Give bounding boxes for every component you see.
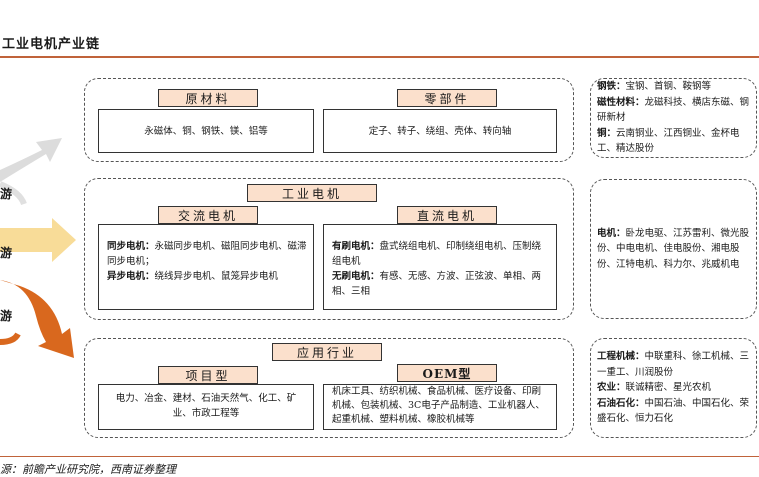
project-type-label: 项目型 — [158, 366, 258, 384]
application-industry-label: 应用行业 — [272, 343, 382, 361]
upstream-group — [84, 78, 574, 162]
components-content: 定子、转子、绕组、壳体、转向轴 — [368, 125, 512, 137]
downstream-company-agriculture: 农业：联诚精密、星光农机 — [597, 382, 712, 394]
midstream-company-motor: 电机：卧龙电驱、江苏雷利、微光股份、中电电机、佳电股份、湘电股份、江特电机、科力… — [597, 227, 750, 270]
components-box: 定子、转子、绕组、壳体、转向轴 — [323, 109, 557, 153]
stage-upstream-label: 游 — [0, 187, 13, 201]
upstream-companies-box: 钢铁：宝钢、首钢、鞍钢等 磁性材料：龙磁科技、横店东磁、钢研新材 铜：云南铜业、… — [590, 78, 757, 158]
upstream-company-magnetic: 磁性材料：龙磁科技、横店东磁、钢研新材 — [597, 96, 750, 124]
dc-brushless-row: 无刷电机：有感、无感、方波、正弦波、单相、两相、三相 — [332, 271, 542, 297]
upstream-arrow-icon — [0, 138, 62, 182]
downstream-companies-box: 工程机械：中联重科、徐工机械、三一重工、川润股份 农业：联诚精密、星光农机 石油… — [590, 338, 757, 438]
oem-type-label: OEM型 — [397, 364, 497, 382]
ac-synchronous-row: 同步电机：永磁同步电机、磁阻同步电机、磁滞同步电机； — [107, 241, 307, 267]
stage-arrows — [0, 138, 76, 358]
dc-motor-box: 有刷电机：盘式绕组电机、印制绕组电机、压制绕组电机 无刷电机：有感、无感、方波、… — [323, 224, 557, 310]
oem-type-box: 机床工具、纺织机械、食品机械、医疗设备、印刷机械、包装机械、3C电子产品制造、工… — [323, 384, 557, 430]
raw-materials-label: 原材料 — [158, 89, 258, 107]
project-type-content: 电力、冶金、建材、石油天然气、化工、矿业、市政工程等 — [115, 393, 297, 419]
industrial-motor-label: 工业电机 — [247, 184, 377, 202]
title-divider — [0, 56, 759, 58]
downstream-company-machinery: 工程机械：中联重科、徐工机械、三一重工、川润股份 — [597, 351, 750, 378]
raw-materials-box: 永磁体、铜、钢铁、镁、铝等 — [98, 109, 314, 153]
downstream-arrow-icon — [0, 280, 74, 358]
downstream-company-petrochem: 石油石化：中国石油、中国石化、荣盛石化、恒力石化 — [597, 397, 750, 425]
oem-type-content: 机床工具、纺织机械、食品机械、医疗设备、印刷机械、包装机械、3C电子产品制造、工… — [332, 386, 545, 425]
dc-brushed-row: 有刷电机：盘式绕组电机、印制绕组电机、压制绕组电机 — [332, 241, 542, 267]
project-type-box: 电力、冶金、建材、石油天然气、化工、矿业、市政工程等 — [98, 384, 314, 430]
stage-circle-arc-2 — [0, 332, 21, 345]
dc-motor-label: 直流电机 — [397, 206, 497, 224]
components-label: 零部件 — [397, 89, 497, 107]
stage-downstream-label: 游 — [0, 309, 13, 323]
upstream-company-copper: 铜：云南铜业、江西铜业、金杯电工、精达股份 — [597, 127, 740, 155]
ac-motor-box: 同步电机：永磁同步电机、磁阻同步电机、磁滞同步电机； 异步电机：绕线异步电机、鼠… — [98, 224, 314, 310]
page-title: 工业电机产业链 — [2, 37, 101, 52]
stage-midstream-label: 游 — [0, 246, 13, 260]
midstream-arrow-icon — [0, 218, 76, 262]
midstream-group — [84, 178, 574, 320]
upstream-company-steel: 钢铁：宝钢、首钢、鞍钢等 — [597, 81, 712, 93]
raw-materials-content: 永磁体、铜、钢铁、镁、铝等 — [144, 125, 268, 137]
midstream-companies-box: 电机：卧龙电驱、江苏雷利、微光股份、中电电机、佳电股份、湘电股份、江特电机、科力… — [590, 179, 757, 319]
footer-divider — [0, 456, 759, 457]
source-note: 源：前瞻产业研究院，西南证券整理 — [0, 463, 176, 476]
ac-asynchronous-row: 异步电机：绕线异步电机、鼠笼异步电机 — [107, 271, 279, 282]
downstream-group — [84, 338, 574, 438]
stage-circle-arc — [0, 181, 27, 206]
ac-motor-label: 交流电机 — [158, 206, 258, 224]
